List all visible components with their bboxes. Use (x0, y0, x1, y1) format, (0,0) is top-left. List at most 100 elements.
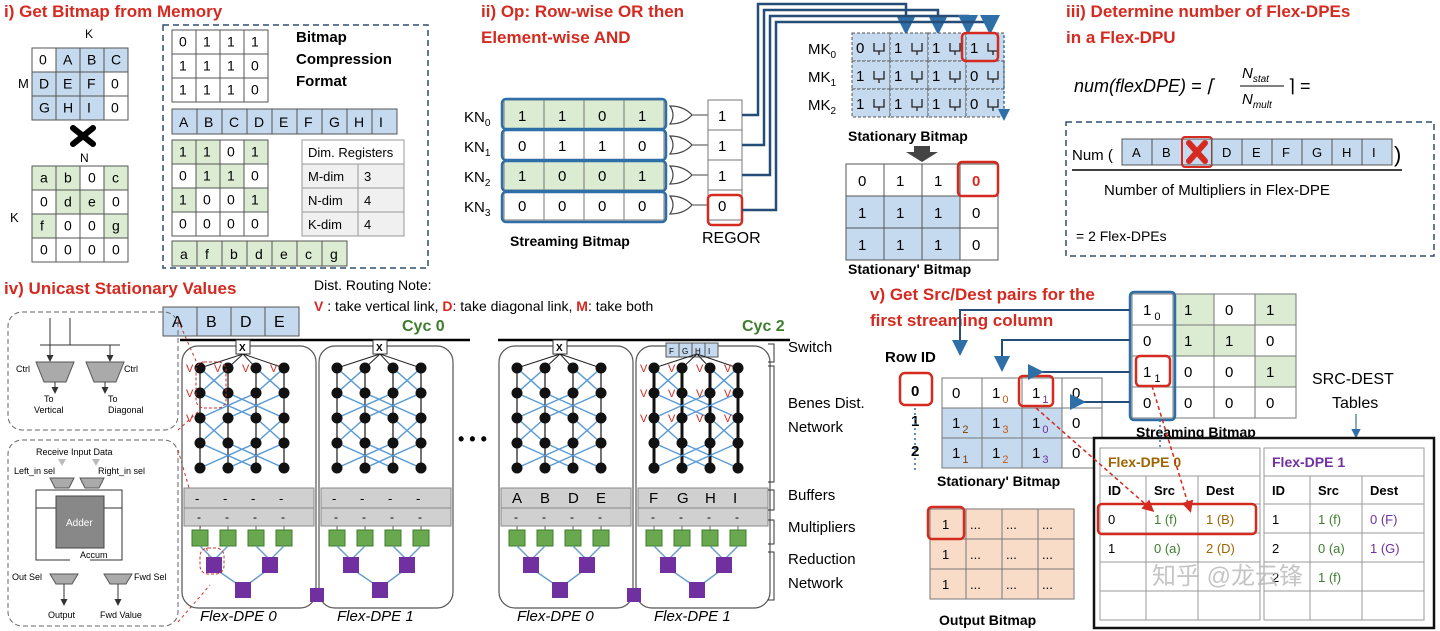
multiplier-block (673, 529, 691, 547)
benes-node (359, 412, 371, 424)
row-ids: 012 (898, 371, 934, 470)
benes-node (278, 412, 290, 424)
output-cell: ... (1042, 517, 1053, 532)
mk-label: MK0 (808, 41, 837, 61)
buffer-dash: - (598, 510, 602, 524)
table-cell: 1 (f) (1318, 570, 1341, 585)
route-v-mark: V (640, 363, 648, 375)
bcf-line-2: Compression (296, 51, 392, 68)
num-word: Num ( (1072, 147, 1113, 164)
stream-v-cell: 0 (1184, 364, 1192, 381)
benes-node (278, 387, 290, 399)
k-label-left: K (10, 210, 19, 225)
and-gate-icon (949, 71, 961, 83)
stream-v-cell: 0 (1184, 395, 1192, 412)
regor-value: 1 (718, 168, 726, 185)
stat-cell: 0 (970, 68, 978, 85)
stream-v-cell: 1 (1225, 333, 1233, 350)
benes-node (732, 362, 744, 374)
switch-x: X (376, 343, 383, 354)
grid-cell (103, 189, 129, 215)
benes-node (511, 387, 523, 399)
top-value: E (274, 314, 285, 331)
value-b-cell (221, 240, 248, 267)
num-cell-text: E (1252, 145, 1261, 160)
benes-node (387, 387, 399, 399)
grid-cell-text: 0 (251, 215, 259, 231)
route-v-mark: V (186, 388, 194, 400)
grid-cell (195, 53, 221, 79)
table-cell: 1 (G) (1370, 541, 1400, 556)
stream-cell: 1 (598, 138, 606, 155)
stream-cell: 1 (638, 168, 646, 185)
stream-cell: 0 (598, 168, 606, 185)
grid-cell-text: c (112, 169, 119, 185)
buffer-dash: - (225, 510, 229, 524)
table-cell: 1 (f) (1154, 512, 1177, 527)
benes-node (567, 362, 579, 374)
route-v-mark: V (668, 413, 676, 425)
reducer-block (262, 557, 278, 573)
ctrl-label: Ctrl (16, 364, 30, 374)
table-cell: 0 (a) (1318, 541, 1345, 556)
value-a-text: H (354, 114, 364, 130)
route-v-mark: V (724, 388, 732, 400)
and-gate-icon (911, 43, 923, 55)
grid-cell (171, 163, 197, 189)
benes-node (415, 412, 427, 424)
stationary-prime-v-caption: Stationary' Bitmap (937, 473, 1060, 489)
grid-cell (31, 189, 57, 215)
benes-node (250, 362, 262, 374)
grid-cell-text: H (63, 99, 73, 115)
benes-node (648, 412, 660, 424)
buffer-value: - (332, 491, 336, 506)
row-id: 2 (911, 443, 919, 460)
section-4-title: iv) Unicast Stationary Values (4, 279, 236, 298)
grid-cell-text: F (87, 75, 96, 91)
benes-node (359, 387, 371, 399)
value-a-cell (196, 108, 223, 135)
grid-cell (103, 95, 129, 121)
table-header: ID (1108, 483, 1121, 498)
grid-cell-text: E (63, 75, 72, 91)
bcf-line-3: Format (296, 73, 347, 90)
output-label: Output (48, 610, 76, 620)
multiplier-block (384, 529, 402, 547)
benes-node (539, 437, 551, 449)
grid-cell (243, 77, 269, 103)
output-cell: ... (970, 517, 981, 532)
to-diagonal-2: Diagonal (108, 405, 144, 415)
to-diagonal-1: To (108, 394, 118, 404)
formula-num-top: N (1242, 65, 1253, 82)
grid-cell-text: 0 (88, 241, 96, 257)
section-5-title-1: v) Get Src/Dest pairs for the (870, 285, 1095, 304)
buffer-value: - (195, 491, 199, 506)
benes-node (222, 412, 234, 424)
statp-v-cell: 0 (952, 385, 960, 402)
benes-node (539, 412, 551, 424)
route-v-mark: V (214, 363, 222, 375)
grid-cell-text: 0 (111, 99, 119, 115)
fwd-value-label: Fwd Value (100, 610, 142, 620)
svg-text:Nstat: Nstat (1242, 65, 1270, 85)
benes-node (595, 362, 607, 374)
benes-node (704, 412, 716, 424)
mini-switch-value: I (708, 347, 710, 356)
benes-node (331, 462, 343, 474)
fwd-sel-label: Fwd Sel (134, 572, 167, 582)
stream-v-cell: 0 (1266, 333, 1274, 350)
stat-cell: 1 (856, 96, 864, 113)
buffer-dash: - (362, 510, 366, 524)
grid-cell-text: 1 (203, 33, 211, 49)
down-arrow-icon (906, 146, 938, 162)
benes-node (194, 462, 206, 474)
benes-node (222, 437, 234, 449)
stream-v-cell: 1 (1184, 302, 1192, 319)
section-3-title-2: in a Flex-DPU (1066, 28, 1176, 47)
